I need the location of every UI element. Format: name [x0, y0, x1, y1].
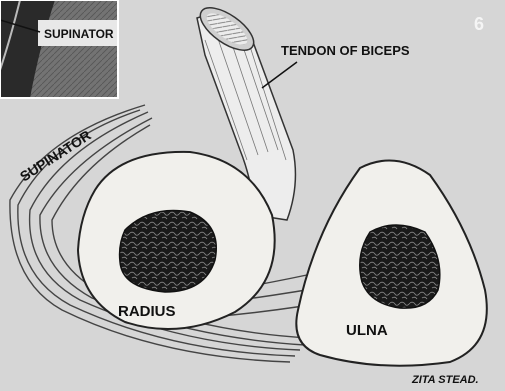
- inset-panel: [0, 0, 118, 98]
- inset-label: SUPINATOR: [44, 27, 114, 41]
- figure-number: 6: [474, 14, 484, 34]
- tendon-label: TENDON OF BICEPS: [281, 43, 410, 58]
- ulna-label: ULNA: [346, 322, 388, 339]
- radius-label: RADIUS: [118, 303, 176, 320]
- radius-bone: [78, 152, 275, 329]
- signature: ZITA STEAD.: [411, 374, 479, 386]
